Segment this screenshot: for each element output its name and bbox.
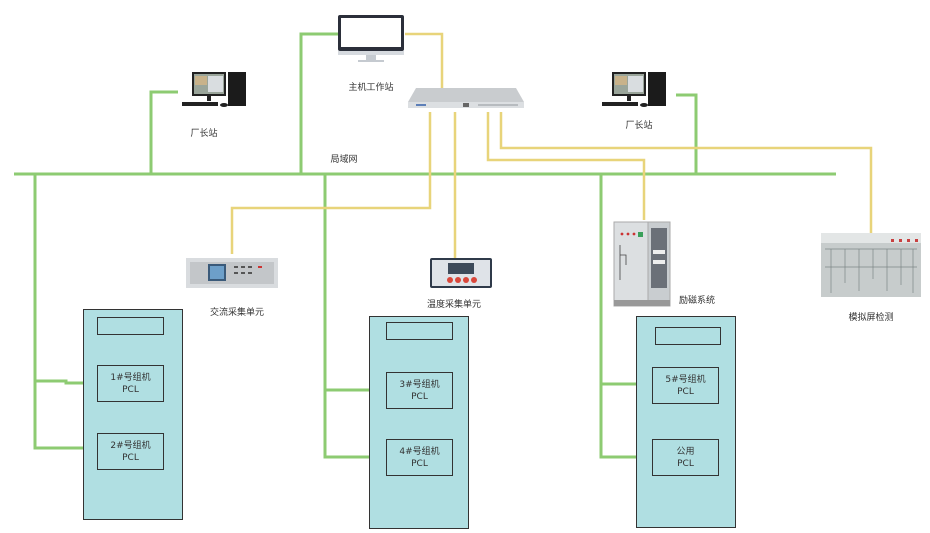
desktop-pc-icon bbox=[182, 72, 246, 107]
rack-device-icon bbox=[186, 258, 278, 288]
lan-link-director-right bbox=[676, 93, 698, 174]
director-station-left[interactable] bbox=[180, 68, 250, 110]
plc-unit-3[interactable]: 3#号组机 PCL bbox=[386, 372, 453, 409]
controller-panel-icon bbox=[430, 258, 492, 288]
host-workstation[interactable] bbox=[336, 13, 406, 65]
plc-unit-name: 4#号组机 bbox=[399, 446, 440, 457]
temperature-acquisition-unit[interactable] bbox=[430, 258, 492, 288]
lan-label: 局域网 bbox=[330, 155, 358, 165]
host-workstation-label: 主机工作站 bbox=[348, 83, 394, 93]
plc-unit-type: PCL bbox=[677, 386, 694, 397]
serial-switch-to-ac-unit bbox=[230, 112, 432, 254]
ac-acquisition-unit-label: 交流采集单元 bbox=[209, 308, 265, 318]
plc-unit-name: 2#号组机 bbox=[110, 440, 151, 451]
plc-unit-name: 1#号组机 bbox=[110, 372, 151, 383]
plc-unit-name: 公用 bbox=[676, 446, 695, 457]
excitation-system[interactable] bbox=[612, 220, 672, 308]
director-station-left-label: 厂长站 bbox=[190, 129, 218, 139]
mimic-panel-monitoring[interactable] bbox=[821, 233, 921, 297]
director-station-right[interactable] bbox=[600, 68, 670, 110]
mimic-panel-monitoring-label: 模拟屏检测 bbox=[848, 313, 894, 323]
monitor-icon bbox=[338, 15, 404, 62]
network-switch[interactable] bbox=[408, 86, 524, 112]
plc-unit-name: 5#号组机 bbox=[665, 374, 706, 385]
desktop-pc-icon bbox=[602, 72, 666, 107]
lan-link-plc-1 bbox=[35, 379, 98, 385]
plc-unit-4[interactable]: 4#号组机 PCL bbox=[386, 439, 453, 476]
cabinet-display-slot bbox=[97, 317, 164, 335]
lan-link-director-left bbox=[149, 90, 178, 174]
plc-unit-type: PCL bbox=[122, 452, 139, 463]
lan-drop-cabinet-3 bbox=[599, 174, 652, 459]
control-cabinet-icon bbox=[613, 221, 671, 307]
lan-drop-cabinet-1 bbox=[33, 174, 98, 450]
plc-unit-common[interactable]: 公用 PCL bbox=[652, 439, 719, 476]
plc-cabinet-2: 3#号组机 PCL 4#号组机 PCL bbox=[369, 316, 469, 529]
excitation-system-label: 励磁系统 bbox=[678, 296, 716, 306]
cabinet-display-slot bbox=[386, 322, 453, 340]
plc-unit-name: 3#号组机 bbox=[399, 379, 440, 390]
plc-unit-type: PCL bbox=[411, 458, 428, 469]
serial-lines bbox=[230, 32, 873, 258]
plc-unit-5[interactable]: 5#号组机 PCL bbox=[652, 367, 719, 404]
temperature-acquisition-unit-label: 温度采集单元 bbox=[426, 300, 482, 310]
lan-lines bbox=[14, 32, 836, 459]
serial-host-to-switch bbox=[405, 32, 444, 88]
serial-switch-to-excitation bbox=[486, 112, 646, 220]
director-station-right-label: 厂长站 bbox=[625, 121, 653, 131]
plc-unit-type: PCL bbox=[677, 458, 694, 469]
plc-cabinet-1: 1#号组机 PCL 2#号组机 PCL bbox=[83, 309, 183, 520]
rack-switch-icon bbox=[408, 88, 524, 108]
plc-unit-type: PCL bbox=[122, 384, 139, 395]
plc-unit-2[interactable]: 2#号组机 PCL bbox=[97, 433, 164, 470]
ac-acquisition-unit[interactable] bbox=[186, 254, 278, 294]
plc-unit-type: PCL bbox=[411, 391, 428, 402]
cabinet-display-slot bbox=[655, 327, 721, 345]
plc-unit-1[interactable]: 1#号组机 PCL bbox=[97, 365, 164, 402]
plc-cabinet-3: 5#号组机 PCL 公用 PCL bbox=[636, 316, 736, 528]
lan-link-host bbox=[299, 32, 338, 174]
serial-switch-to-mimic bbox=[499, 112, 873, 234]
lan-drop-cabinet-2 bbox=[323, 174, 386, 459]
mimic-panel-icon bbox=[821, 233, 921, 297]
